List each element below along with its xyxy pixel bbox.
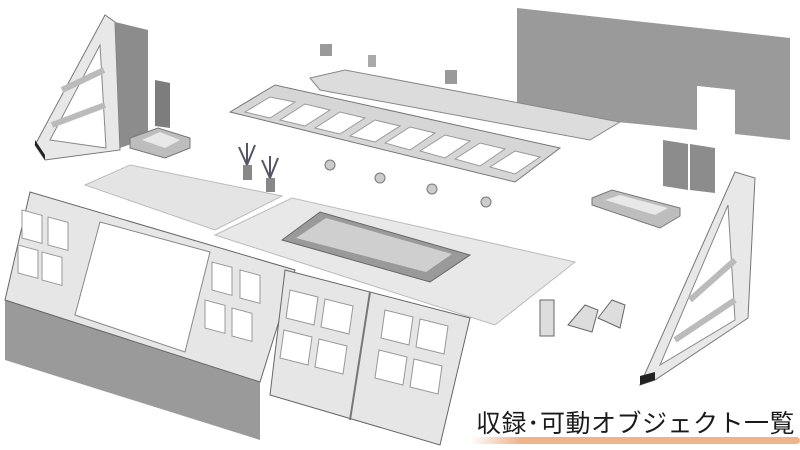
caption-underline	[470, 437, 800, 444]
steps-right	[591, 189, 681, 229]
double-doors	[663, 140, 715, 193]
ball-lights	[324, 159, 492, 208]
potted-plants	[238, 143, 279, 192]
back-wall-with-doorway	[517, 8, 790, 140]
lamps	[320, 44, 457, 84]
floor-panel	[83, 164, 284, 231]
window-frame-row	[228, 84, 562, 183]
front-window-panels	[269, 269, 471, 446]
a-frame-wall-left	[34, 14, 121, 161]
caption-title: 収録･可動オブジェクト一覧	[476, 409, 796, 438]
steps-left	[129, 127, 191, 159]
front-wall-with-windows	[4, 191, 296, 440]
door-panel-tall	[115, 22, 170, 148]
a-frame-wall-right	[639, 171, 756, 386]
door-small	[155, 80, 170, 128]
counter-ledge	[309, 69, 622, 141]
floor-with-pool	[213, 197, 577, 326]
chairs-and-ladder	[539, 299, 626, 337]
